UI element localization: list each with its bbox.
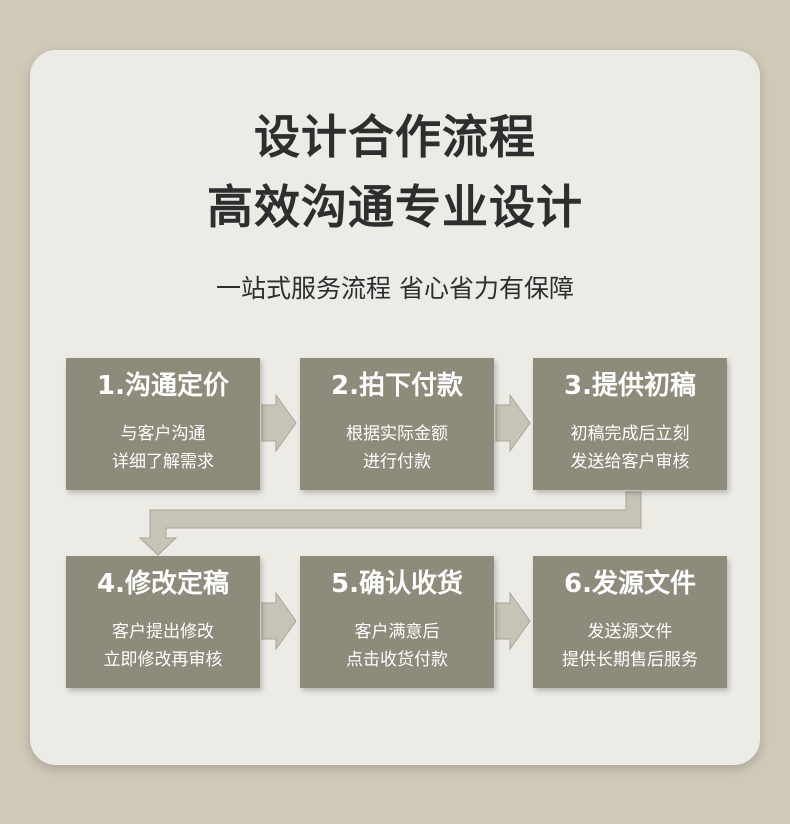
step-description: 发送给客户审核 [570, 451, 690, 472]
step-description: 根据实际金额 [346, 423, 448, 444]
step-title: 3.提供初稿 [564, 371, 696, 401]
step-description: 进行付款 [363, 451, 431, 472]
step-title: 2.拍下付款 [331, 371, 463, 401]
step-card-1: 1.沟通定价 与客户沟通 详细了解需求 [66, 358, 260, 490]
step-description: 提供长期售后服务 [562, 649, 698, 670]
step-description: 客户提出修改 [112, 621, 214, 642]
step-description: 客户满意后 [354, 621, 440, 642]
step-title: 5.确认收货 [331, 569, 463, 599]
step-title: 6.发源文件 [564, 569, 696, 599]
step-card-6: 6.发源文件 发送源文件 提供长期售后服务 [533, 556, 727, 688]
step-card-3: 3.提供初稿 初稿完成后立刻 发送给客户审核 [533, 358, 727, 490]
page-title: 设计合作流程 [254, 110, 536, 164]
step-card-5: 5.确认收货 客户满意后 点击收货付款 [300, 556, 494, 688]
step-title: 1.沟通定价 [97, 371, 229, 401]
page-title-secondary: 高效沟通专业设计 [207, 180, 583, 234]
step-description: 点击收货付款 [346, 649, 448, 670]
step-description: 发送源文件 [587, 621, 673, 642]
step-card-4: 4.修改定稿 客户提出修改 立即修改再审核 [66, 556, 260, 688]
step-title: 4.修改定稿 [97, 569, 229, 599]
page-subtitle: 一站式服务流程 省心省力有保障 [216, 274, 574, 303]
step-description: 立即修改再审核 [103, 649, 223, 670]
step-card-2: 2.拍下付款 根据实际金额 进行付款 [300, 358, 494, 490]
step-description: 详细了解需求 [112, 451, 214, 472]
step-description: 与客户沟通 [120, 423, 206, 444]
step-description: 初稿完成后立刻 [570, 423, 690, 444]
